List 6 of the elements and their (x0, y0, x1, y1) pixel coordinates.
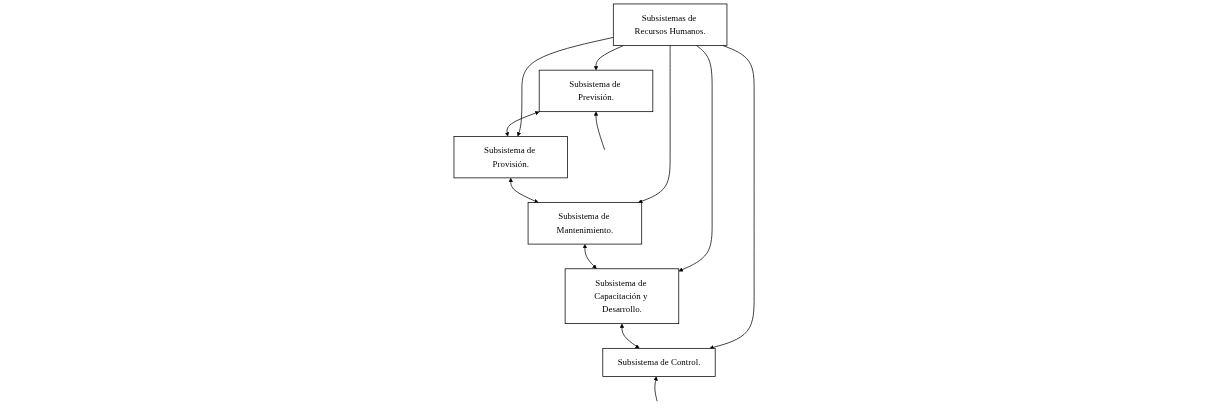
node-box: Subsistema de Control. (602, 347, 717, 377)
node-box: Subsistemas de Recursos Humanos. (613, 3, 728, 46)
node-box: Subsistema de Mantenimiento. (528, 202, 643, 245)
node-box: Subsistema de Provisión. (454, 136, 569, 179)
node-box: Subsistema de Previsión. (539, 69, 654, 113)
node-box: Subsistema de Capacitación y Desarrollo. (565, 268, 680, 324)
